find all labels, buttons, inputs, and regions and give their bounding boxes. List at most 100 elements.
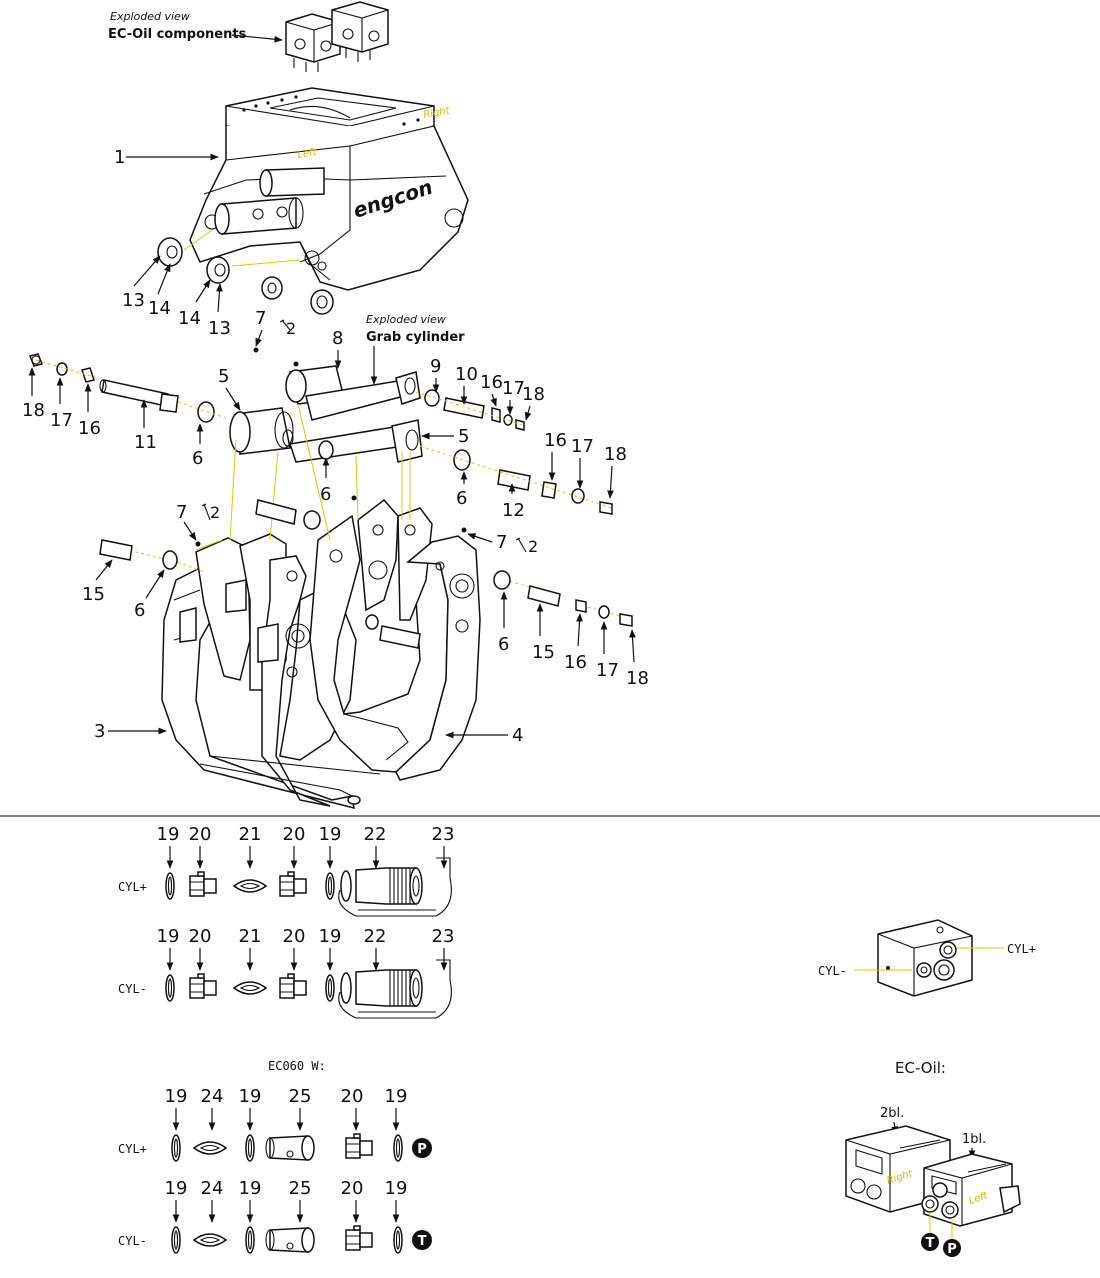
callout-9: 9: [430, 356, 441, 377]
callout-16b: 16: [480, 372, 503, 393]
fitting-oring-2: [245, 1226, 255, 1254]
eco60-title: EC060 W:: [268, 1059, 326, 1073]
fitting-washer-1: [192, 1233, 228, 1247]
bracket-left-label: Left: [297, 147, 319, 161]
fitting-oring-5: [393, 1134, 403, 1162]
callout-6d: 6: [134, 600, 145, 621]
svg-text:T: T: [926, 1236, 935, 1251]
callout-6a: 6: [192, 448, 203, 469]
callout-11: 11: [134, 432, 157, 453]
callout-cyl-minus-coupler-row-2: 21: [239, 926, 262, 947]
ecoil-components-label: EC-Oil components: [108, 27, 247, 42]
cyl-plus-eco60-row-port-badge: P: [412, 1138, 432, 1158]
callout-16d: 16: [564, 652, 587, 673]
fitting-nipple-1: [189, 871, 217, 897]
fitting-oring-0: [165, 974, 175, 1002]
ecoil-exploded-caption: Exploded view: [110, 10, 190, 23]
callout-cyl-minus-eco60-row-2: 19: [239, 1178, 262, 1199]
callout-17c: 17: [571, 436, 594, 457]
callout-4: 4: [512, 725, 523, 746]
ecoil-1bl-label: 1bl.: [962, 1132, 986, 1147]
internal-hose-fittings: [214, 167, 325, 235]
fitting-washer-2: [232, 879, 268, 893]
callout-cyl-plus-coupler-row-0: 19: [157, 824, 180, 845]
callout-16c: 16: [544, 430, 567, 451]
fitting-oring-5: [393, 1226, 403, 1254]
fitting-oring-2: [245, 1134, 255, 1162]
callout-5b: 5: [458, 426, 469, 447]
callout-14a: 14: [148, 298, 171, 319]
callout-17b: 17: [502, 378, 525, 399]
ecoil-valve-blocks: Right Left: [845, 1125, 1021, 1227]
callout-cyl-minus-coupler-row-1: 20: [189, 926, 212, 947]
fitting-coupler-5: [340, 969, 423, 1007]
callout-10: 10: [455, 364, 478, 385]
callout-3: 3: [94, 721, 105, 742]
ecoil-2bl-label: 2bl.: [880, 1106, 904, 1121]
grab-cylinder-exploded-caption: Exploded view: [366, 313, 446, 326]
callout-cyl-plus-coupler-row-3: 20: [283, 824, 306, 845]
fitting-oring-4: [325, 974, 335, 1002]
fitting-nipple-3: [279, 973, 307, 999]
callout-13a: 13: [122, 290, 145, 311]
fitting-nipple-3: [279, 871, 307, 897]
callout-6c: 6: [456, 488, 467, 509]
callout-15a: 15: [82, 584, 105, 605]
bracket-right-label: Right: [423, 105, 452, 121]
rotator-bracket: engcon Right Left: [189, 87, 469, 291]
fitting-nipple-1: [189, 973, 217, 999]
callout-cyl-minus-coupler-row-6: 23: [432, 926, 455, 947]
callout-cyl-minus-coupler-row-3: 20: [283, 926, 306, 947]
cyl-plus-coupler-row-label: CYL+: [118, 880, 147, 894]
ecoil-components-image: [285, 1, 389, 72]
callout-18a: 18: [22, 400, 45, 421]
callout-cyl-plus-coupler-row-5: 22: [364, 824, 387, 845]
callout-14b: 14: [178, 308, 201, 329]
fitting-nipple-4: [345, 1133, 373, 1159]
callout-cyl-minus-eco60-row-1: 24: [201, 1178, 224, 1199]
grab-cylinder: [229, 361, 423, 463]
callout-5a: 5: [218, 366, 229, 387]
callout-2a: 2: [286, 319, 296, 338]
callout-cyl-minus-coupler-row-5: 22: [364, 926, 387, 947]
pin-11: [99, 379, 179, 413]
valve-block-cyl-plus: CYL+: [1007, 942, 1036, 956]
callout-7a: 7: [255, 308, 266, 329]
cyl-minus-coupler-row-label: CYL-: [118, 982, 147, 996]
cyl-plus-eco60-row-label: CYL+: [118, 1142, 147, 1156]
fitting-coupler-5: [340, 867, 423, 905]
callout-cyl-minus-coupler-row-0: 19: [157, 926, 180, 947]
fitting-oring-4: [325, 872, 335, 900]
callout-cyl-plus-eco60-row-5: 19: [385, 1086, 408, 1107]
fitting-washer-1: [192, 1141, 228, 1155]
callout-17a: 17: [50, 410, 73, 431]
ecoil-title: EC-Oil:: [895, 1059, 946, 1077]
fitting-washer-2: [232, 981, 268, 995]
fitting-clip-6: [338, 857, 452, 917]
callout-cyl-plus-coupler-row-1: 20: [189, 824, 212, 845]
callout-1: 1: [114, 147, 125, 168]
callout-18d: 18: [626, 668, 649, 689]
callout-6e: 6: [498, 634, 509, 655]
grab-jaws: [161, 498, 481, 810]
bushings-13-14: [157, 229, 334, 315]
callout-7c: 7: [496, 532, 507, 553]
callout-cyl-minus-eco60-row-5: 19: [385, 1178, 408, 1199]
ecoil-port-t-badge: T: [921, 1233, 939, 1251]
callout-cyl-plus-coupler-row-6: 23: [432, 824, 455, 845]
callout-17d: 17: [596, 660, 619, 681]
callout-cyl-minus-eco60-row-3: 25: [289, 1178, 312, 1199]
callout-12: 12: [502, 500, 525, 521]
callout-cyl-plus-eco60-row-3: 25: [289, 1086, 312, 1107]
callout-cyl-plus-coupler-row-2: 21: [239, 824, 262, 845]
callout-cyl-minus-eco60-row-4: 20: [341, 1178, 364, 1199]
grab-cylinder-label: Grab cylinder: [366, 330, 465, 345]
